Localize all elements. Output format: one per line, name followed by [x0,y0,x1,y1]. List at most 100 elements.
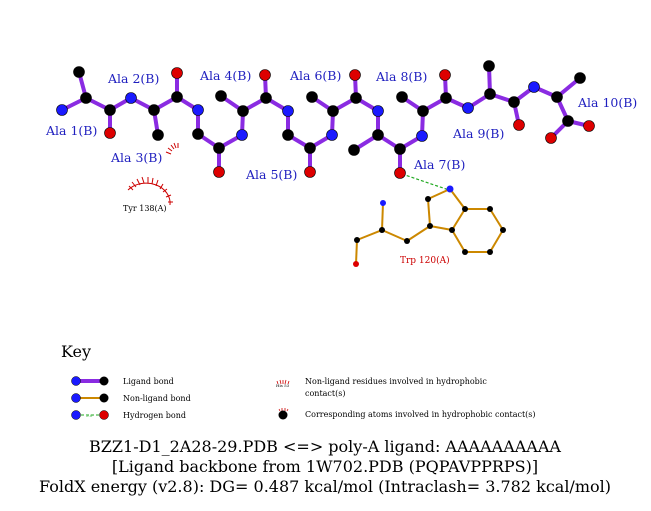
key-hydrophobic-arc [276,379,290,385]
caption-line2: [Ligand backbone from 1W702.PDB (PQPAVPP… [112,457,538,476]
carbon-atom [192,128,204,140]
carbon-atom [404,238,410,244]
label-ala3: Ala 3(B) [110,150,162,165]
hydrophobic-arc-ala3 [165,142,179,155]
nonligand-bonds [355,188,504,265]
nitrogen-atom [56,104,68,116]
carbon-atom [148,104,160,116]
oxygen-atom [583,120,595,132]
oxygen-atom [394,167,406,179]
carbon-atom [80,92,92,104]
carbon-atom [449,227,455,233]
label-ala10: Ala 10(B) [577,95,637,110]
carbon-atom [372,129,384,141]
key-hbond-distance: 3.0 [86,413,93,418]
key-nonligand-residues-line1: Non-ligand residues involved in hydropho… [305,377,487,386]
oxygen-atom [349,69,361,81]
carbon-atom [487,249,493,255]
oxygen-atom [545,132,557,144]
nitrogen-atom [71,376,81,386]
nitrogen-atom [71,393,81,403]
nitrogen-atom [282,105,294,117]
label-ala7: Ala 7(B) [413,157,465,172]
carbon-atom [551,91,563,103]
nitrogen-atom [326,129,338,141]
carbon-atom [260,92,272,104]
nitrogen-atom [125,92,137,104]
carbon-atom [484,88,496,100]
oxygen-atom [513,119,525,131]
carbon-atom [213,142,225,154]
key-nonligand-residues-line2: contact(s) [305,389,345,398]
carbon-atom [152,129,164,141]
carbon-atom [427,223,433,229]
label-ala2: Ala 2(B) [107,71,159,86]
key-nonligand-bond-label: Non-ligand bond [123,394,191,403]
carbon-atom [306,91,318,103]
key-legend: Key Ligand bond Non-ligand bond 3.0 Hydr… [61,342,536,420]
carbon-atom [462,249,468,255]
caption: BZZ1-D1_2A28-29.PDB <=> poly-A ligand: A… [39,437,611,496]
carbon-atom [396,91,408,103]
carbon-atom [394,143,406,155]
key-ligand-bond-label: Ligand bond [123,377,174,386]
label-ala9: Ala 9(B) [452,126,504,141]
carbon-atom [171,91,183,103]
oxygen-atom [213,166,225,178]
oxygen-atom [259,69,271,81]
carbon-atom [417,105,429,117]
carbon-atom [562,115,574,127]
label-ala6: Ala 6(B) [289,68,341,83]
label-ala4: Ala 4(B) [199,68,251,83]
carbon-atom [350,92,362,104]
oxygen-atom [439,69,451,81]
label-trp120: Trp 120(A) [400,255,450,266]
carbon-atom [483,60,495,72]
carbon-atom [462,206,468,212]
caption-line1: BZZ1-D1_2A28-29.PDB <=> poly-A ligand: A… [89,437,561,456]
key-corresponding-arc [278,408,289,412]
carbon-atom [440,92,452,104]
hydrophobic-arc-tyr138 [127,176,173,206]
oxygen-atom [99,410,109,420]
carbon-atom [348,144,360,156]
key-title: Key [61,342,91,361]
nitrogen-atom [446,185,454,193]
label-ala5: Ala 5(B) [245,167,297,182]
hydrogen-bond [401,173,450,191]
residue-labels: Ala 1(B) Ala 2(B) Ala 3(B) Ala 4(B) Ala … [45,68,637,182]
carbon-atom [425,196,431,202]
carbon-atom [99,376,109,386]
carbon-atom [215,90,227,102]
nitrogen-atom [462,102,474,114]
carbon-atom [574,72,586,84]
carbon-atom [508,96,520,108]
carbon-atom [282,129,294,141]
key-his-label: His 53 [276,383,290,388]
carbon-atom [304,142,316,154]
oxygen-atom [104,127,116,139]
key-hydrogen-bond-label: Hydrogen bond [123,411,186,420]
oxygen-atom [171,67,183,79]
carbon-atom [73,66,85,78]
carbon-atom [237,105,249,117]
carbon-atom [354,237,360,243]
carbon-atom [104,104,116,116]
label-tyr138: Tyr 138(A) [123,204,167,213]
nitrogen-atom [71,410,81,420]
nitrogen-atom [416,130,428,142]
atoms [56,60,595,179]
caption-line3: FoldX energy (v2.8): DG= 0.487 kcal/mol … [39,477,611,496]
nitrogen-atom [528,81,540,93]
oxygen-atom [304,166,316,178]
carbon-atom [327,105,339,117]
nitrogen-atom [372,105,384,117]
nitrogen-atom [380,200,386,206]
nitrogen-atom [236,129,248,141]
nitrogen-atom [192,104,204,116]
carbon-atom [500,227,506,233]
label-ala8: Ala 8(B) [375,69,427,84]
carbon-atom [379,227,385,233]
key-corresponding-atoms: Corresponding atoms involved in hydropho… [305,410,536,419]
